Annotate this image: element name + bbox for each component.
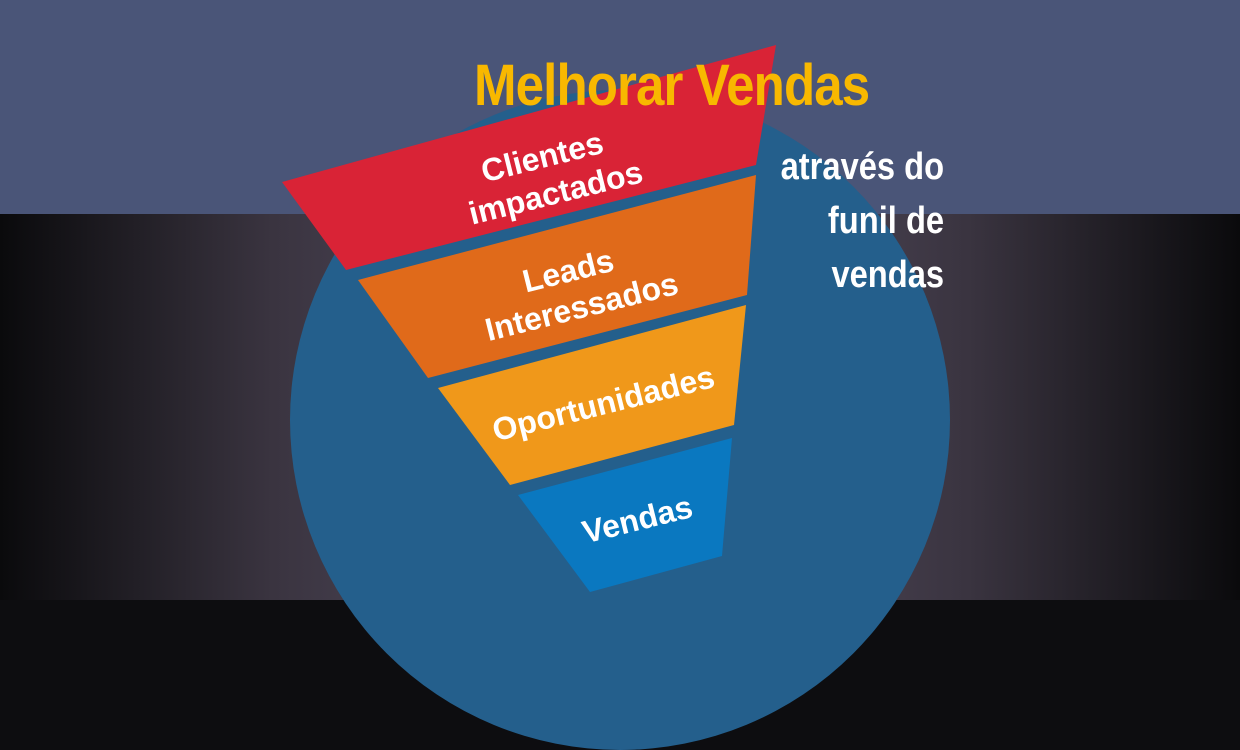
funnel-segment-1: [282, 45, 776, 270]
funnel-segment-3: [438, 305, 746, 485]
funnel-layer-vendas: Vendas: [518, 438, 732, 592]
subtitle-line-3: vendas: [831, 254, 944, 296]
funnel-layer-clientes-impactados: Clientes impactados: [282, 45, 776, 270]
subtitle-line-2: funil de: [827, 200, 944, 242]
subtitle-line-1: através do: [780, 146, 944, 188]
funnel-segment-4: [518, 438, 732, 592]
funnel-segment-2: [358, 175, 756, 378]
sales-funnel: Clientes impactados Leads Interessados O…: [282, 45, 776, 592]
page-title: Melhorar Vendas: [474, 53, 870, 118]
funnel-layer-oportunidades: Oportunidades: [438, 305, 746, 485]
subtitle: através do funil de vendas: [781, 140, 944, 302]
